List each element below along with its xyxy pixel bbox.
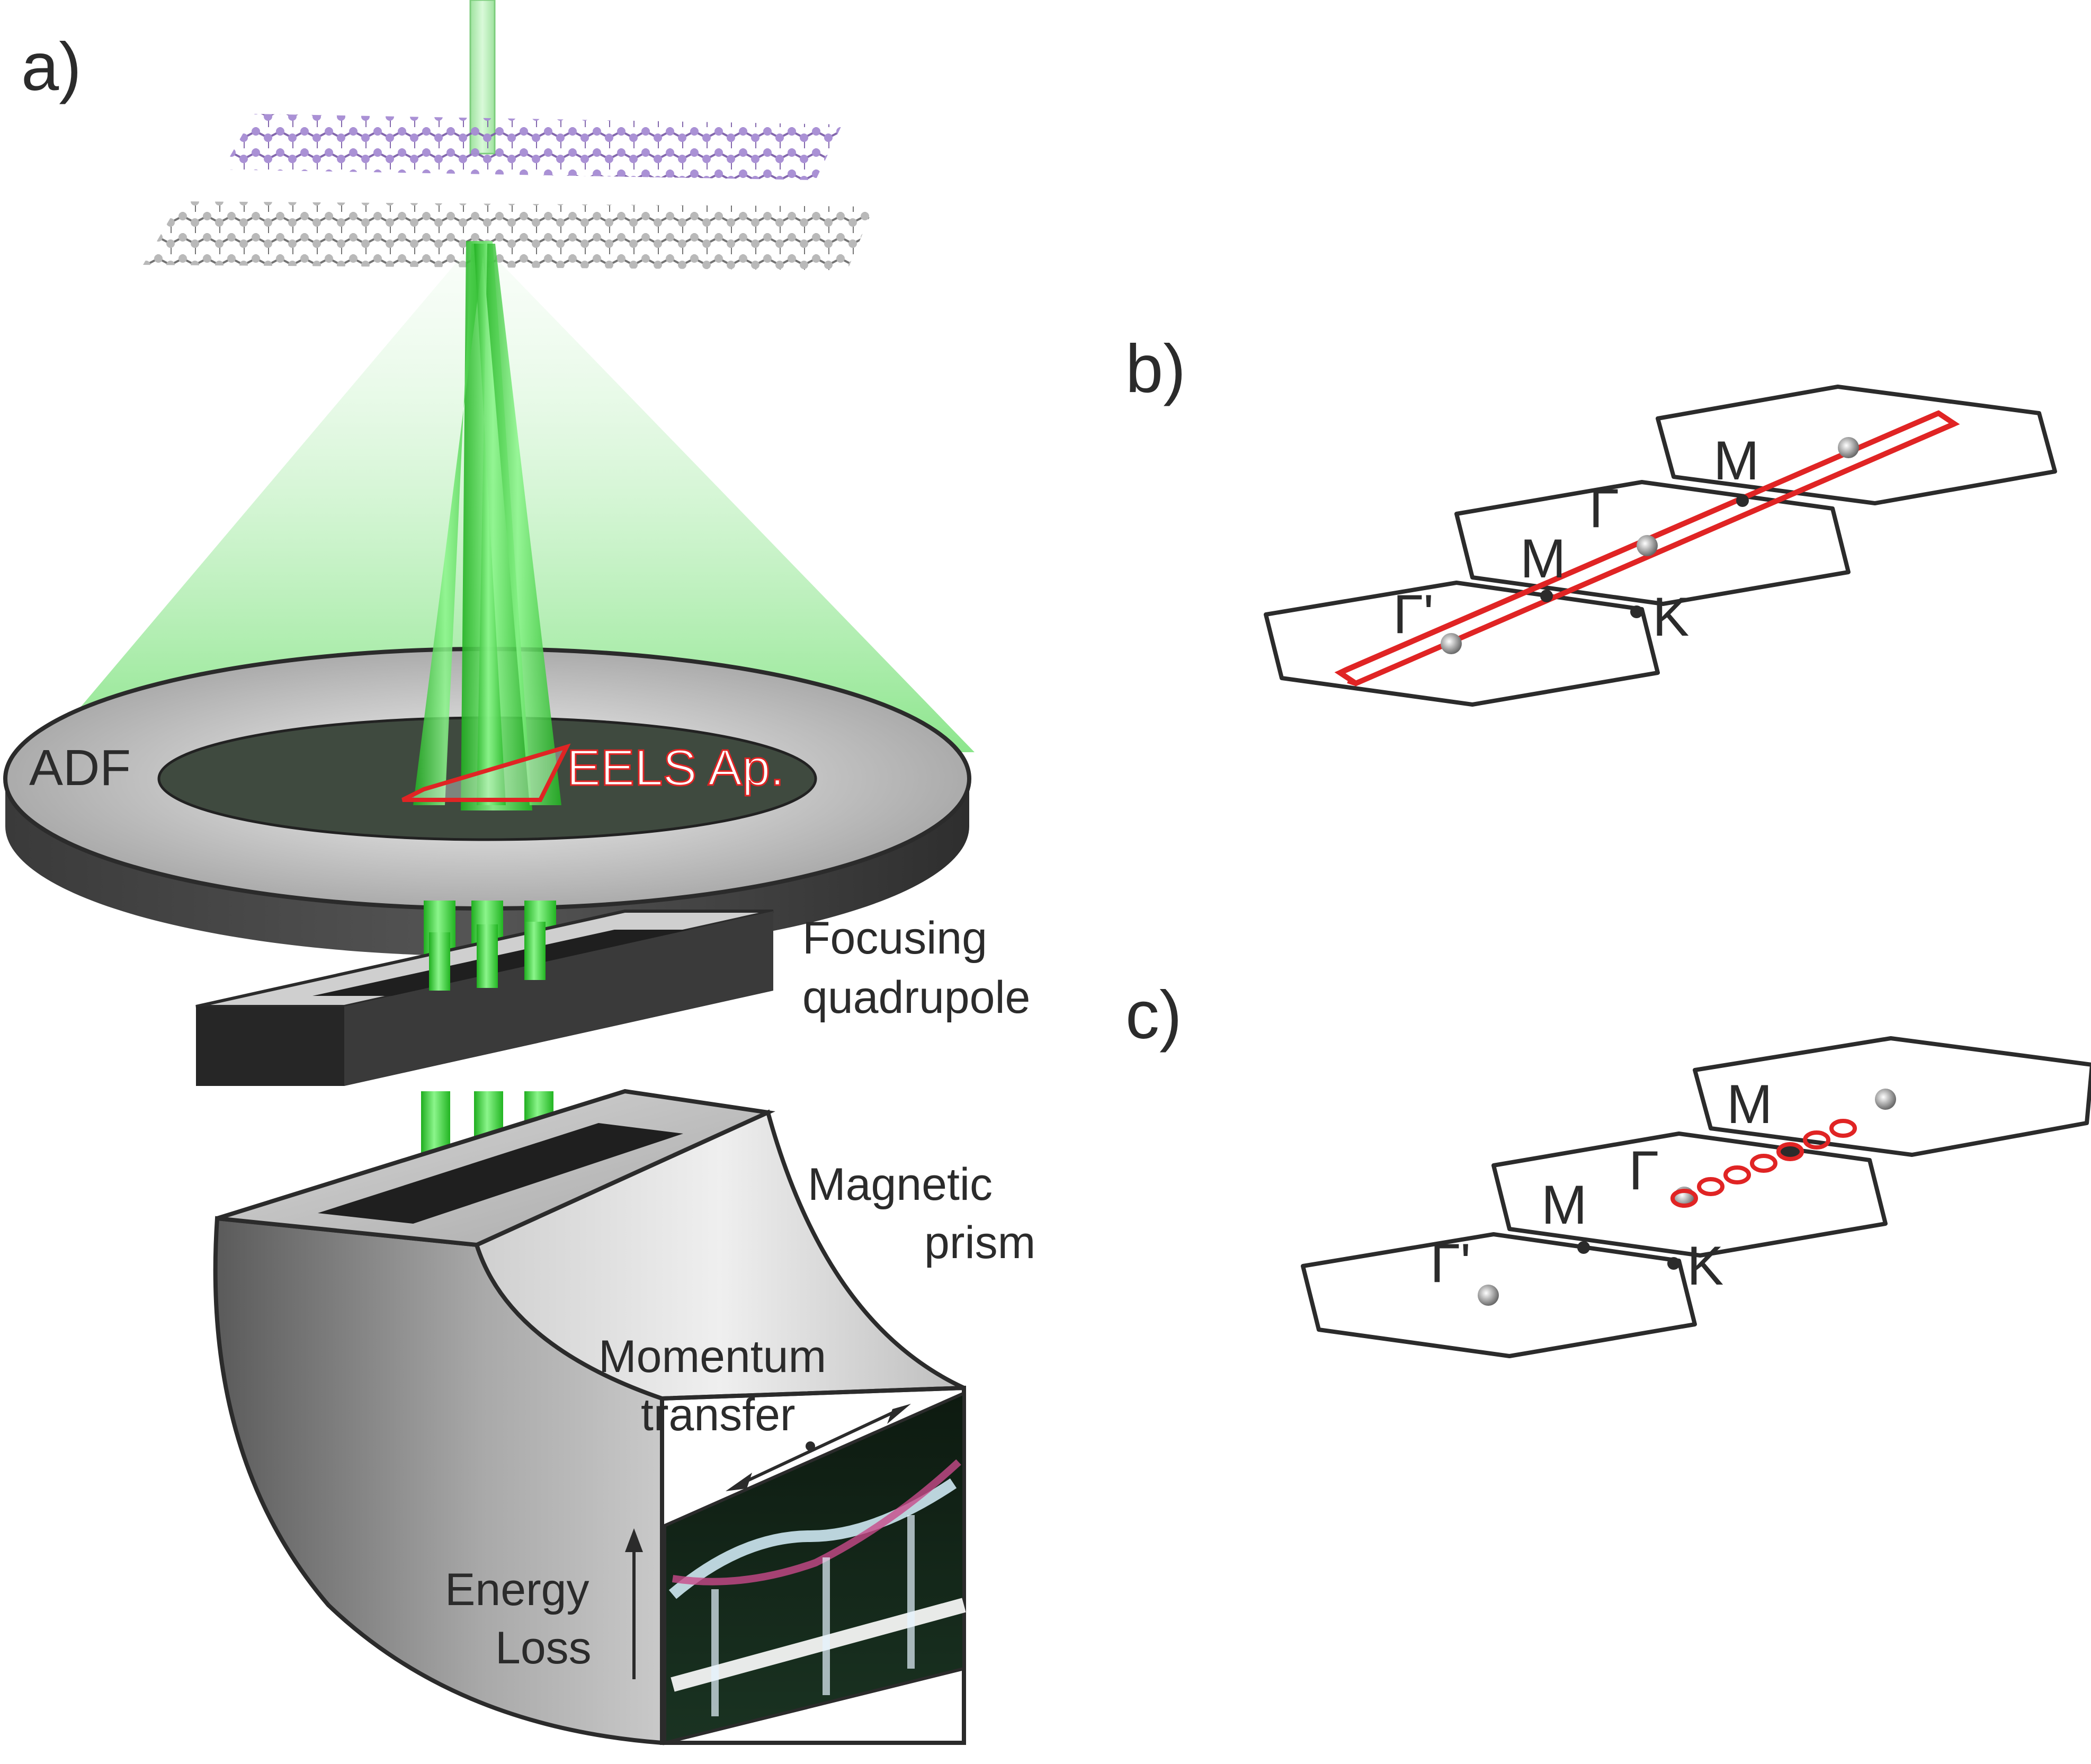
bz-c-gamma: Γ [1629,1140,1659,1201]
brillouin-zone-b [1264,385,2057,707]
quadrupole-lens-icon [195,910,774,1086]
quadrupole-label-line1: Focusing [802,913,987,964]
energy-label-line1: Energy [445,1564,589,1615]
momentum-label-line2: transfer [641,1389,796,1440]
bz-b-m-lower: M [1520,528,1566,590]
prism-label-line2: prism [924,1217,1035,1268]
panel-a-label: a) [21,29,82,105]
bz-b-k: K [1652,586,1689,648]
eels-aperture-icon [401,743,571,802]
bz-b-gamma-prime: Γ' [1393,584,1434,645]
momentum-sampling-points [1670,1119,1857,1208]
bz-c-k: K [1687,1235,1723,1297]
bz-c-m-upper: M [1727,1074,1773,1135]
panel-c-label: c) [1125,977,1182,1053]
bz-b-gamma: Γ [1589,478,1619,539]
bz-c-gamma-prime: Γ' [1430,1233,1471,1294]
magnetic-prism-icon [213,1089,966,1745]
prism-label-line1: Magnetic [808,1159,993,1210]
energy-loss-arrow [625,1528,643,1679]
diffracted-beams [413,241,561,810]
momentum-transfer-arrow [726,1404,911,1491]
panel-b-label: b) [1125,331,1186,407]
bz-c-m-lower: M [1541,1174,1587,1236]
brillouin-zone-c [1301,1036,2091,1358]
bilayer-lattice-icon [143,114,874,270]
momentum-label-line1: Momentum [598,1331,826,1382]
energy-label-line2: Loss [495,1623,592,1673]
quadrupole-label-line2: quadrupole [802,972,1030,1023]
bz-b-m-upper: M [1713,430,1759,492]
adf-label: ADF [29,740,131,796]
eels-aperture-label: EELS Ap. [567,740,784,796]
spectrum-image-icon [663,1391,966,1745]
